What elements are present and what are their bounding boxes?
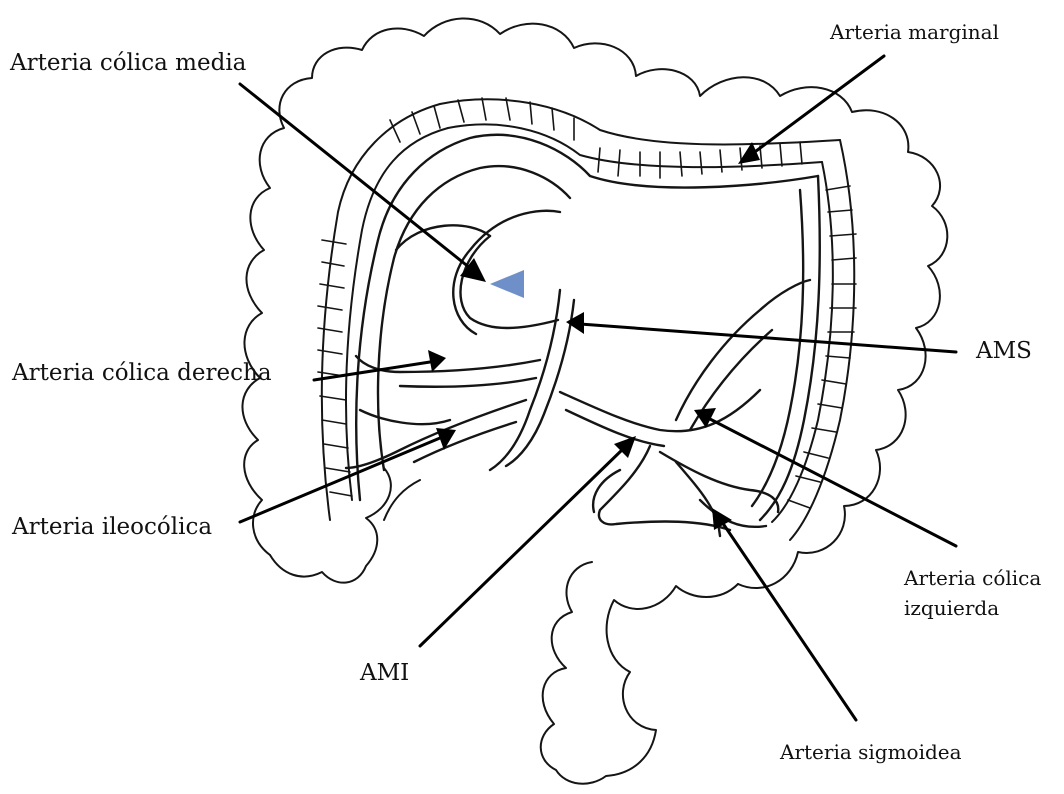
label-arteria-colica-izquierda-line1: Arteria cólica xyxy=(904,566,1041,590)
label-arteria-colica-media: Arteria cólica media xyxy=(10,50,246,77)
colon-inner-walls xyxy=(322,99,854,540)
label-arteria-colica-izquierda-line2: izquierda xyxy=(904,596,999,620)
label-arteria-ileocolica: Arteria ileocólica xyxy=(12,514,212,541)
label-ami: AMI xyxy=(360,660,409,687)
colon-outline xyxy=(242,18,947,783)
arrow-ams xyxy=(580,324,956,352)
blue-triangle-marker xyxy=(490,270,524,298)
label-arteria-marginal: Arteria marginal xyxy=(830,20,999,44)
arrow-marginal xyxy=(752,56,884,154)
arrow-ami xyxy=(420,448,624,646)
label-ams: AMS xyxy=(976,338,1032,365)
pointer-arrows xyxy=(240,56,956,720)
label-arteria-sigmoidea: Arteria sigmoidea xyxy=(780,740,962,764)
arrow-sigmoidea xyxy=(722,522,856,720)
label-arteria-colica-derecha: Arteria cólica derecha xyxy=(12,360,272,387)
haustra-marks xyxy=(318,98,856,508)
arrow-ileocolica xyxy=(240,438,440,522)
